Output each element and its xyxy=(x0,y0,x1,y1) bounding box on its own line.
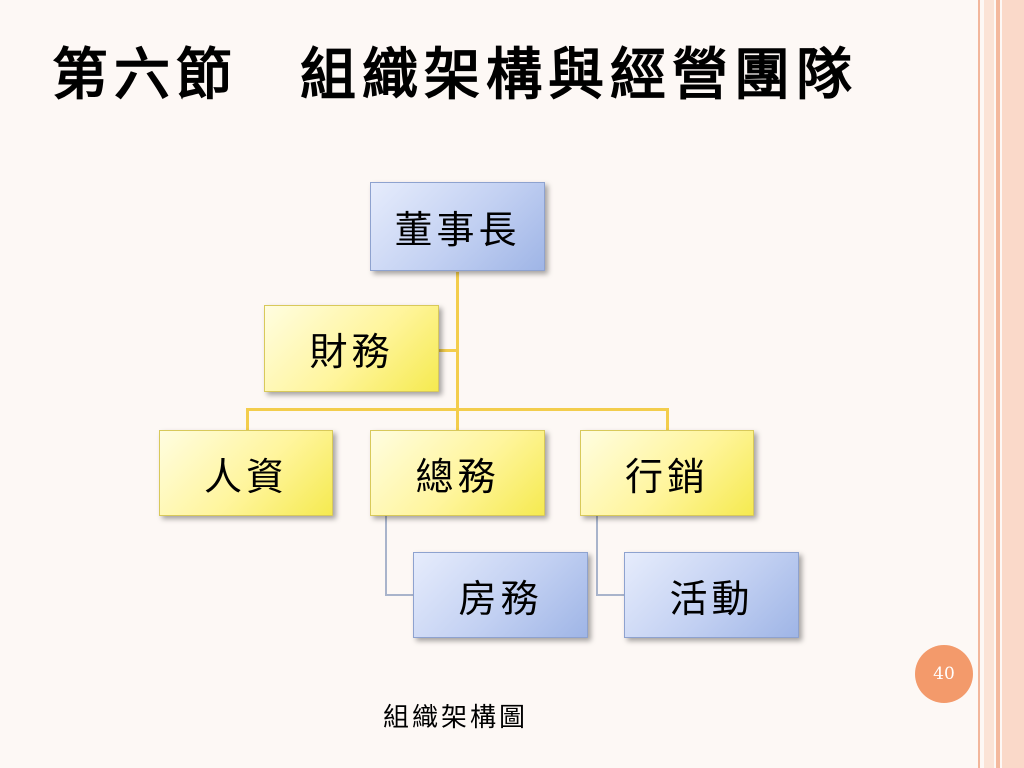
connector-marketing-sub-h xyxy=(596,594,624,596)
decor-stripe-3 xyxy=(996,0,1000,768)
org-node-hr: 人資 xyxy=(159,430,333,516)
connector-marketing-drop xyxy=(666,408,669,430)
org-node-general-affairs: 總務 xyxy=(370,430,545,516)
page-number-badge: 40 xyxy=(915,645,973,703)
org-node-housekeeping: 房務 xyxy=(413,552,588,638)
org-node-finance: 財務 xyxy=(264,305,439,392)
connector-root-trunk xyxy=(456,272,459,430)
connector-hr-drop xyxy=(246,408,249,430)
org-node-marketing: 行銷 xyxy=(580,430,754,516)
chart-caption: 組織架構圖 xyxy=(383,703,529,733)
connector-staff xyxy=(439,349,457,352)
decor-stripe-4 xyxy=(1002,0,1024,768)
org-node-events: 活動 xyxy=(624,552,799,638)
connector-dept-bar xyxy=(246,408,669,411)
connector-marketing-sub-v xyxy=(596,516,598,595)
connector-admin-sub-h xyxy=(385,594,414,596)
connector-admin-sub-v xyxy=(385,516,387,595)
decor-stripe-2 xyxy=(984,0,994,768)
slide-title: 第六節 組織架構與經營團隊 xyxy=(52,42,858,108)
decor-stripe-1 xyxy=(978,0,980,768)
org-node-chairman: 董事長 xyxy=(370,182,545,271)
